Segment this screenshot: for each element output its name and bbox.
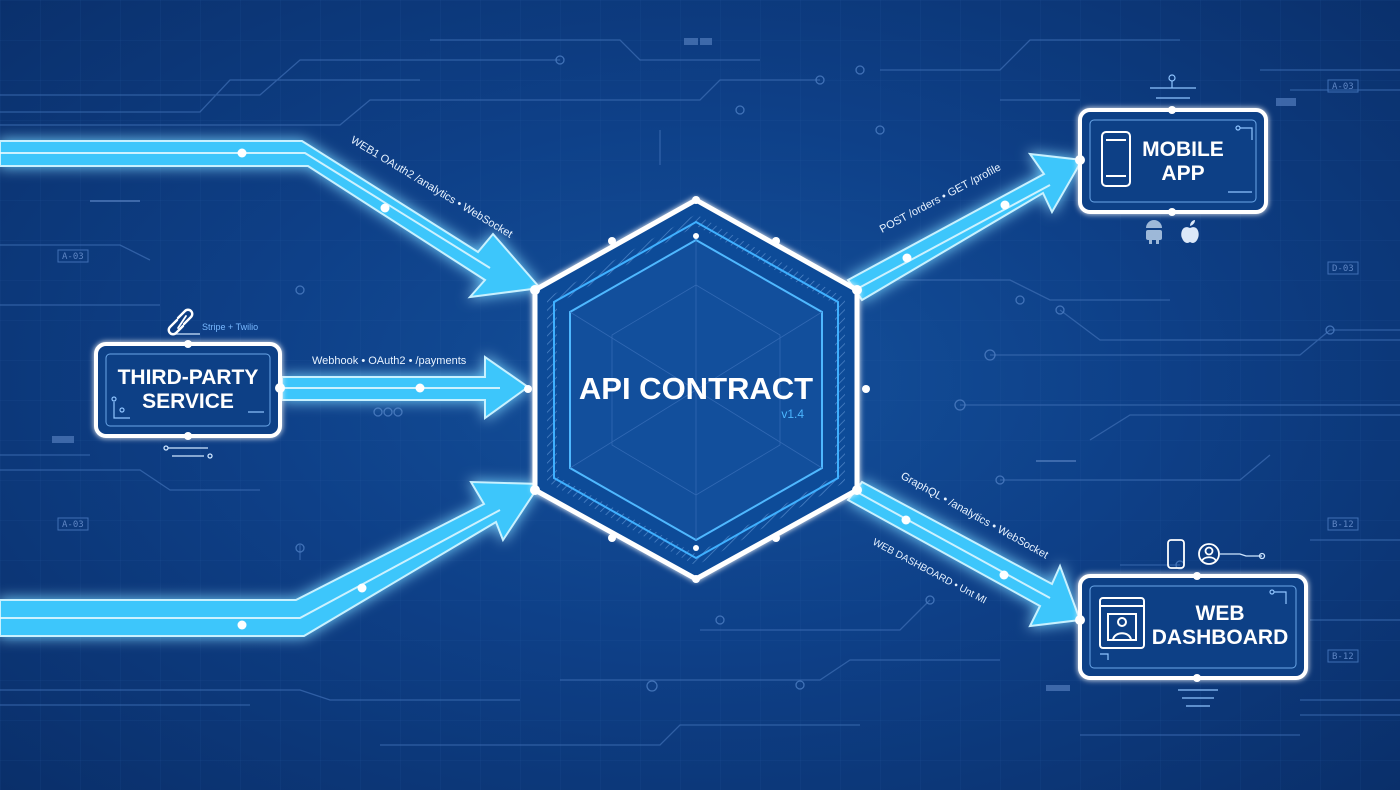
flow-arrows [0, 140, 1084, 637]
grid-ref-label: D-03 [1332, 264, 1354, 274]
api-contract-version: v1.4 [781, 407, 804, 421]
third-party-service-node [94, 333, 285, 459]
arrow-top-incoming [0, 140, 542, 299]
circuit-pads [295, 55, 1335, 692]
browser-icon [1099, 597, 1145, 649]
api-contract-hexagon [524, 196, 870, 583]
grid-reference-labels [57, 79, 1359, 663]
connection-label-middle-in: Webhook • OAuth2 • /payments [312, 355, 467, 367]
third-party-caption: Stripe + Twilio [202, 322, 258, 332]
grid-ref-label: B-12 [1332, 520, 1354, 530]
apple-icon [1181, 220, 1199, 243]
mobile-app-title-line2: APP [1161, 162, 1204, 185]
web-dashboard-node [1075, 539, 1308, 707]
third-party-title-line1: THIRD-PARTY [118, 366, 259, 389]
arrow-bottom-incoming [0, 480, 542, 637]
phone-icon [1167, 539, 1185, 569]
link-icon [167, 308, 194, 336]
circuit-icon [1150, 74, 1253, 193]
circuit-icon [163, 333, 213, 459]
web-dashboard-title-line2: DASHBOARD [1152, 626, 1289, 649]
web-dashboard-title-line1: WEB [1196, 602, 1245, 625]
phone-icon [1101, 131, 1131, 187]
grid-ref-label: B-12 [1332, 652, 1354, 662]
mobile-app-node [1075, 74, 1268, 244]
third-party-title-line2: SERVICE [142, 390, 234, 413]
api-contract-title: API CONTRACT [579, 371, 813, 406]
circuit-traces [0, 39, 1400, 746]
grid-ref-label: A-03 [1332, 82, 1354, 92]
grid-ref-label: A-03 [62, 520, 84, 530]
arrow-dots [237, 148, 1010, 630]
user-icon [1198, 543, 1266, 565]
circuit-icon [111, 396, 264, 419]
circuit-icon [1100, 589, 1287, 707]
android-icon [1146, 220, 1162, 244]
mobile-app-title-line1: MOBILE [1142, 138, 1224, 161]
grid-ref-label: A-03 [62, 252, 84, 262]
circuit-blocks [52, 38, 1296, 691]
arrow-mobile-outgoing [846, 152, 1084, 302]
arrow-highlights [0, 152, 1051, 619]
